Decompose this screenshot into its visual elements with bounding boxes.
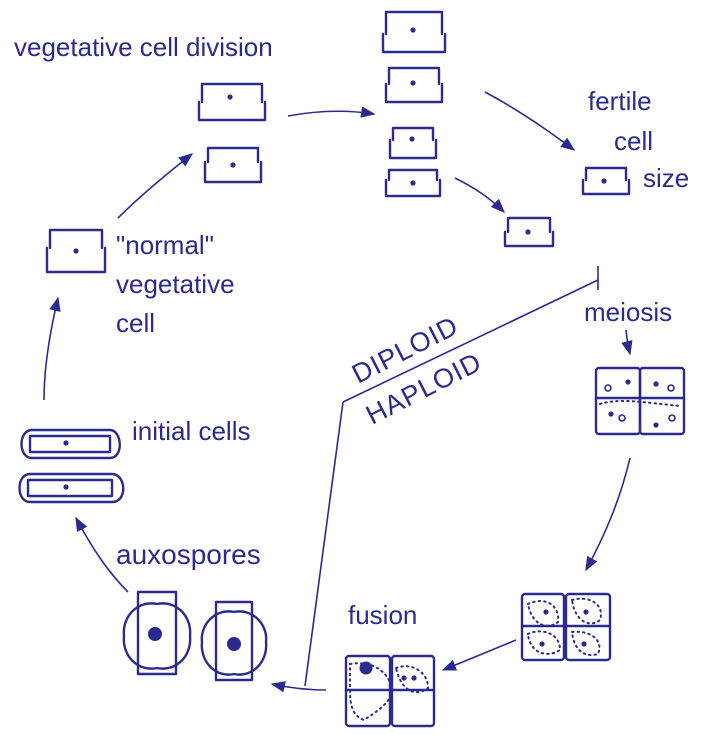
ploidy-boundary-line (304, 266, 599, 687)
arrow-meiosis-to-gametes (585, 457, 631, 572)
division-cell-top (197, 82, 267, 122)
arrow-to-meiosis-cells (621, 329, 633, 356)
label-fertile-size: size (643, 163, 689, 193)
division-cell-bottom (203, 146, 263, 184)
label-fusion: fusion (348, 600, 417, 630)
label-fertile-cell: cell (614, 126, 653, 156)
fusion-cells (344, 654, 436, 728)
small-cell (503, 216, 555, 248)
label-normal: "normal" (116, 230, 214, 260)
label-auxospores: auxospores (116, 539, 261, 570)
series-cell-2 (384, 66, 444, 104)
label-meiosis: meiosis (584, 297, 672, 327)
label-cell: cell (116, 308, 155, 338)
arrow-division-to-series (287, 106, 376, 118)
arrow-initial-to-normal (43, 296, 61, 401)
arrow-fusion-to-auxospores (270, 681, 327, 693)
initial-cell-bottom (18, 472, 125, 504)
arrow-gametes-to-fusion (441, 639, 517, 671)
arrow-auxospores-to-initial (75, 516, 129, 593)
series-cell-3 (388, 126, 438, 160)
fertile-cell-icon (581, 166, 631, 196)
label-fertile: fertile (588, 86, 652, 116)
normal-vegetative-cell-icon (45, 228, 107, 274)
auxospore-1 (122, 590, 192, 676)
auxospore-2 (200, 600, 268, 682)
gamete-cells (520, 592, 612, 662)
label-initial-cells: initial cells (132, 416, 251, 446)
arrow-to-fertile (484, 91, 576, 151)
initial-cell-top (20, 428, 121, 460)
meiosis-cells (594, 366, 686, 436)
series-cell-1 (381, 10, 447, 54)
arrow-normal-to-division (117, 153, 194, 219)
series-cell-4 (384, 168, 442, 198)
label-vegetative-cell-division: vegetative cell division (14, 32, 273, 62)
label-vegetative: vegetative (116, 269, 235, 299)
arrow-to-small-cell (454, 177, 506, 214)
